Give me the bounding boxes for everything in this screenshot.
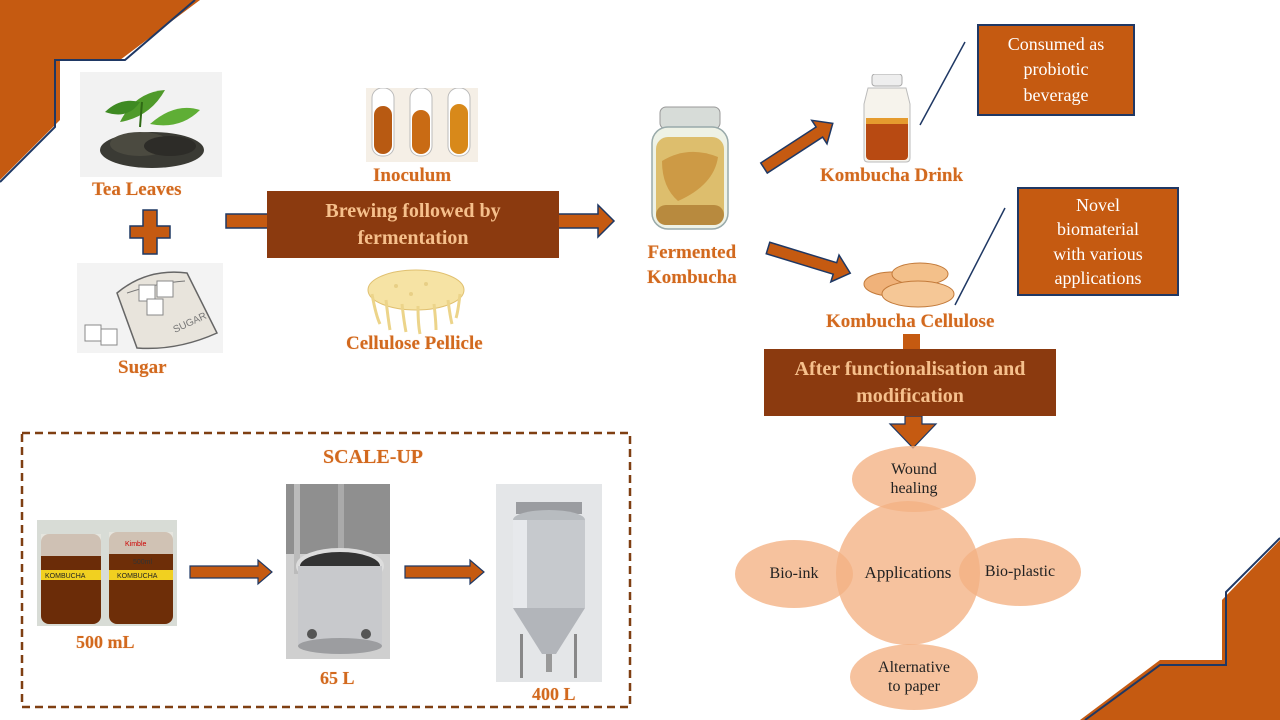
fermented-kombucha-jar-image: [651, 106, 729, 230]
bottles-500ml-image: Kimble 500ml KOMBUCHA KOMBUCHA: [37, 520, 177, 626]
volume-65l-label: 65 L: [320, 668, 355, 688]
note-probiotic-beverage: Consumed as probiotic beverage: [977, 24, 1135, 116]
bio-ink-circle: Bio-ink: [735, 540, 853, 608]
corner-decoration-bottom-right: [1080, 540, 1280, 720]
scale-up-frame: [20, 431, 632, 709]
note-cell-line4: applications: [1054, 267, 1142, 288]
wound-line2: healing: [890, 480, 938, 497]
applications-center-circle: Applications: [836, 501, 980, 645]
fermented-kombucha-label: Fermented Kombucha: [647, 241, 737, 290]
arrow-to-brewing: [225, 213, 269, 229]
brewing-text-line1: Brewing followed by: [325, 199, 501, 222]
inoculum-image: [366, 88, 478, 162]
paper-line2: to paper: [888, 678, 940, 695]
kombucha-cellulose-label: Kombucha Cellulose: [826, 311, 995, 332]
note-drink-line1: Consumed as: [1007, 34, 1105, 55]
fermenter-400l-image: [496, 484, 602, 682]
functionalisation-line1: After functionalisation and: [794, 357, 1026, 380]
pot-65l-image: [286, 484, 390, 659]
arrow-scale-1: [189, 558, 273, 586]
callout-line-cellulose: [954, 207, 1006, 306]
cellulose-pellicle-image: [367, 269, 465, 335]
fermented-text-line2: Kombucha: [647, 266, 737, 288]
tea-leaves-image: [80, 72, 222, 177]
plus-sign: [129, 209, 171, 255]
inoculum-label: Inoculum: [373, 165, 452, 186]
note-cell-line1: Novel: [1076, 194, 1120, 215]
functionalisation-box: After functionalisation and modification: [764, 349, 1056, 416]
wound-line1: Wound: [891, 460, 937, 478]
note-novel-biomaterial: Novel biomaterial with various applicati…: [1017, 187, 1179, 296]
corner-decoration-top-left: [0, 0, 200, 180]
bottle-label-left: KOMBUCHA: [45, 573, 86, 580]
bio-ink-label: Bio-ink: [769, 565, 819, 583]
bio-plastic-circle: Bio-plastic: [959, 538, 1081, 606]
corner-line-bottom-right: [1084, 537, 1280, 720]
arrow-to-fermented: [557, 203, 616, 239]
kombucha-drink-image: [863, 74, 911, 163]
arrow-to-drink: [759, 119, 834, 175]
functionalisation-line2: modification: [856, 384, 964, 407]
arrow-to-cellulose: [765, 241, 852, 284]
brewing-text-line2: fermentation: [357, 226, 469, 249]
note-drink-line3: beverage: [1023, 84, 1089, 105]
paper-line1: Alternative: [878, 658, 950, 676]
arrow-to-applications: [888, 415, 938, 449]
wound-healing-circle: Wound healing: [852, 446, 976, 512]
bottle-brand-text: Kimble: [125, 541, 147, 548]
tea-leaves-label: Tea Leaves: [92, 179, 182, 200]
arrow-scale-2: [404, 558, 485, 586]
corner-line-top-left: [0, 0, 196, 183]
cellulose-pellicle-label: Cellulose Pellicle: [346, 333, 483, 354]
kombucha-cellulose-image: [863, 262, 955, 308]
note-cell-line3: with various: [1053, 243, 1143, 264]
brewing-box: Brewing followed by fermentation: [267, 191, 559, 258]
arrow-cellulose-down: [903, 334, 920, 350]
sugar-label: Sugar: [118, 357, 167, 378]
applications-center-label: Applications: [864, 562, 952, 582]
volume-400l-label: 400 L: [532, 684, 576, 704]
note-cell-line2: biomaterial: [1057, 219, 1139, 240]
bottle-label-right: KOMBUCHA: [117, 573, 158, 580]
sugar-image: SUGAR: [77, 263, 223, 353]
bottle-volume-text: 500ml: [133, 559, 153, 566]
callout-line-drink: [919, 41, 966, 126]
kombucha-drink-label: Kombucha Drink: [820, 165, 964, 186]
volume-500ml-label: 500 mL: [76, 632, 135, 652]
bio-plastic-label: Bio-plastic: [984, 563, 1056, 581]
note-drink-line2: probiotic: [1023, 59, 1089, 80]
scale-up-title: SCALE-UP: [323, 446, 424, 468]
fermented-text-line1: Fermented: [647, 242, 737, 263]
alternative-paper-circle: Alternative to paper: [850, 644, 978, 710]
